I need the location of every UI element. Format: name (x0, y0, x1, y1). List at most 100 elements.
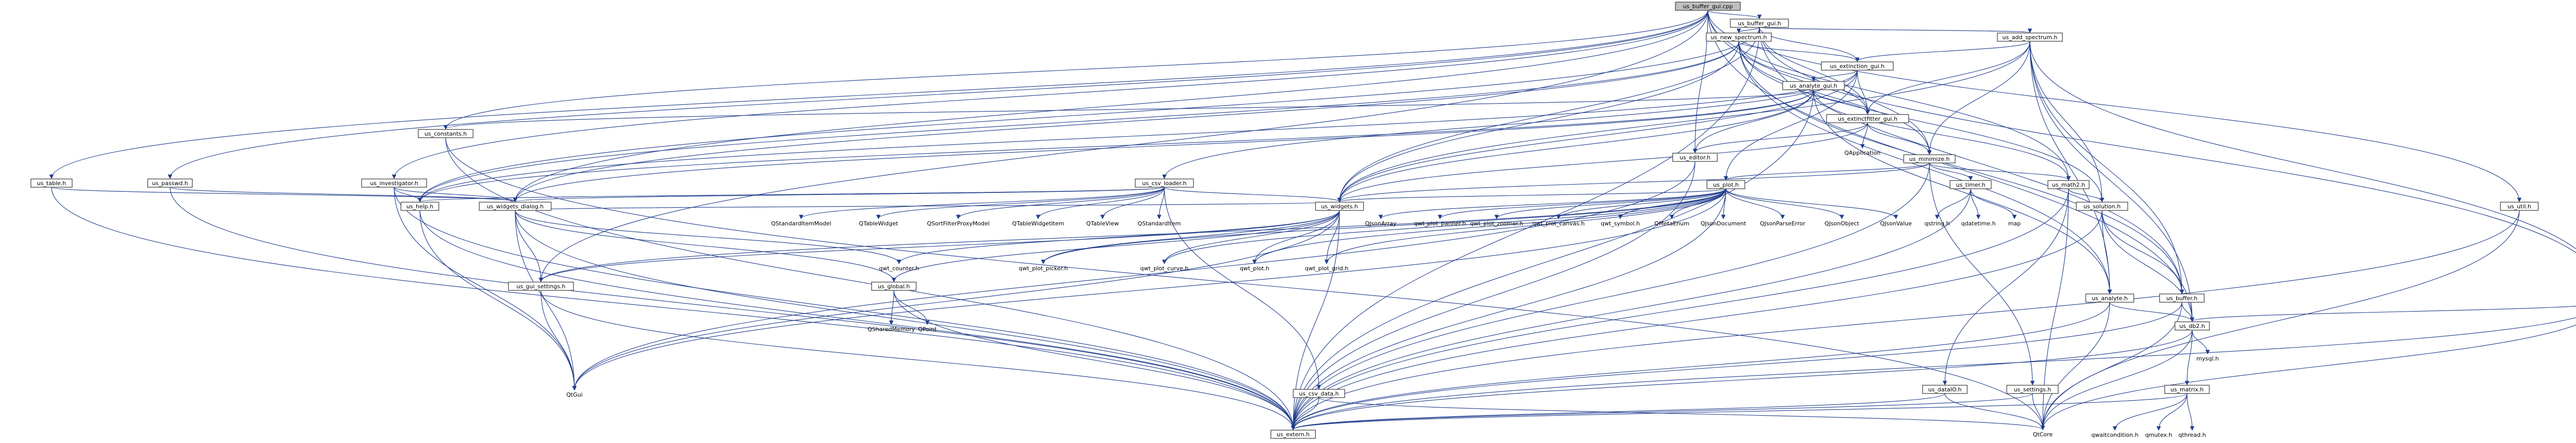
node-buffer-h[interactable]: us_buffer.h (2159, 293, 2205, 303)
node-box (2006, 385, 2059, 394)
edge-buffer-gui-h-to-buffer-h (1759, 27, 2184, 294)
node-timer-h[interactable]: us_timer.h (1950, 180, 1992, 189)
node-buffer-gui-h[interactable]: us_buffer_gui.h (1730, 19, 1789, 28)
node-solution-h[interactable]: us_solution.h (2076, 202, 2128, 211)
edge-minimize-h-to-plot-h (1723, 162, 1930, 181)
node-plot-h[interactable]: us_plot.h (1706, 180, 1745, 189)
node-label: qwt_plot_grid.h (1305, 265, 1348, 272)
node-label: us_math2.h (2052, 182, 2085, 188)
node-dataIO-h[interactable]: us_dataIO.h (1922, 385, 1968, 394)
node-math2-h[interactable]: us_math2.h (2047, 180, 2090, 189)
node-passwd-h[interactable]: us_passwd.h (147, 178, 193, 188)
node-qdatetime: qdatetime.h (1961, 220, 1995, 227)
edge-analyte-h-to-extern-h (1291, 302, 2110, 431)
node-settings-h[interactable]: us_settings.h (2006, 385, 2059, 394)
node-label: QTableWidgetItem (1012, 220, 1064, 227)
node-qthread: qthread.h (2178, 432, 2206, 438)
node-matrix-h[interactable]: us_matrix.h (2164, 385, 2210, 394)
node-qsharedmemory: QSharedMemory (868, 326, 916, 333)
node-box (1706, 32, 1772, 42)
edge-buffer-gui-h-to-help-h (417, 27, 1760, 203)
edge-investigator-h-to-widgets-dialog-h (394, 187, 518, 203)
edge-buffer-gui-h-to-add-spectrum-h (1759, 27, 2032, 34)
edge-db2-h-to-qtcore (2040, 330, 2193, 431)
edge-widgets-dialog-h-to-global-h (515, 210, 896, 283)
edge-settings-h-to-extern-h (1291, 393, 2033, 431)
node-new-spectrum-h[interactable]: us_new_spectrum.h (1706, 32, 1772, 42)
node-layer: us_buffer_gui.cpp us_buffer_gui.h us_new_s… (30, 2, 2539, 439)
node-box (1903, 154, 1956, 163)
node-util-h[interactable]: us_util.h (2500, 202, 2539, 211)
node-csv-loader-h[interactable]: us_csv_loader.h (1134, 178, 1194, 188)
edge-global-h-to-qpoint (893, 290, 930, 325)
node-root[interactable]: us_buffer_gui.cpp (1675, 2, 1741, 11)
edge-util-h-to-qtcore (2040, 210, 2520, 431)
node-extinctfitter-gui-h[interactable]: us_extinctfitter_gui.h (1826, 114, 1909, 123)
edge-root-to-util-h (1707, 10, 2522, 203)
node-box (1134, 178, 1194, 188)
edge-add-spectrum-h-to-minimize-h (1927, 41, 2030, 155)
edge-widgets-dialog-h-to-gui-settings-h (515, 210, 544, 283)
node-widgets-dialog-h[interactable]: us_widgets_dialog.h (479, 202, 552, 211)
node-editor-h[interactable]: us_editor.h (1672, 153, 1718, 162)
node-label: us_passwd.h (152, 180, 188, 187)
node-qwt-plot-picker: qwt_plot_picker.h (1019, 265, 1067, 272)
edge-csv-loader-h-to-widgets-dialog-h (513, 187, 1165, 203)
edge-plot-h-to-qjsonvalue (1725, 188, 1899, 220)
node-label: qwt_plot_panner.h (1414, 220, 1466, 227)
edge-plot-h-to-qjsonarray (1378, 188, 1726, 220)
node-label: QJsonValue (1880, 220, 1912, 227)
edge-widgets-h-to-gui-settings-h (538, 210, 1340, 283)
node-db2-h[interactable]: us_db2.h (2174, 321, 2210, 331)
edge-root-to-buffer-gui-h (1707, 10, 1762, 20)
node-qwt-plot-canvas: qwt_plot_canvas.h (1532, 220, 1585, 227)
node-global-h[interactable]: us_global.h (871, 282, 917, 291)
edge-analyte-h-to-qtcore (2040, 302, 2110, 431)
node-box (1826, 114, 1909, 123)
edge-plot-h-to-qjsonobject (1725, 188, 1844, 220)
node-qjsondocument: QJsonDocument (1701, 220, 1747, 227)
node-box (147, 178, 193, 188)
node-label: us_extern.h (1277, 431, 1310, 438)
node-qtableview: QTableView (1086, 220, 1118, 227)
node-extinction-gui-h[interactable]: us_extinction_gui.h (1821, 61, 1894, 71)
node-analyte-gui-h[interactable]: us_analyte_gui.h (1782, 81, 1845, 90)
node-help-h[interactable]: us_help.h (400, 202, 439, 211)
edge-new-spectrum-h-to-solution-h (1738, 41, 2105, 203)
node-label: qwt_counter.h (879, 265, 919, 272)
edge-minimize-h-to-timer-h (1929, 162, 1973, 181)
node-label: us_timer.h (1956, 182, 1985, 188)
node-label: QJsonParseError (1760, 220, 1806, 227)
edge-extinction-gui-h-to-csv-loader-h (1162, 70, 1858, 179)
edge-gui-settings-h-to-qtgui (540, 290, 577, 391)
node-label: QtCore (2033, 431, 2053, 438)
node-minimize-h[interactable]: us_minimize.h (1903, 154, 1956, 163)
edge-root-to-widgets-dialog-h (513, 10, 1708, 203)
node-label: us_db2.h (2179, 323, 2205, 330)
node-box (418, 129, 473, 138)
edge-root-to-gui-settings-h (538, 10, 1708, 283)
node-table-h[interactable]: us_table.h (30, 178, 73, 188)
edge-plot-h-to-qwt-plot-curve (1162, 188, 1726, 265)
edge-matrix-h-to-qmutex (2156, 393, 2188, 431)
node-label: QJsonDocument (1701, 220, 1747, 227)
edge-passwd-h-to-extern-h (170, 187, 1296, 431)
edge-csv-loader-h-to-qtablewidgetitem (1036, 187, 1165, 220)
edge-widgets-dialog-h-to-qwt-counter (515, 210, 902, 265)
node-analyte-h[interactable]: us_analyte.h (2085, 293, 2134, 303)
node-extern-h[interactable]: us_extern.h (1270, 430, 1316, 439)
edge-global-h-to-extern-h (893, 290, 1296, 431)
edge-extinctfitter-gui-h-to-widgets-h (1337, 122, 1868, 203)
node-add-spectrum-h[interactable]: us_add_spectrum.h (1997, 32, 2063, 42)
node-investigator-h[interactable]: us_investigator.h (361, 178, 427, 188)
edge-new-spectrum-h-to-buffer-h (1738, 41, 2184, 294)
node-gui-settings-h[interactable]: us_gui_settings.h (508, 282, 574, 291)
node-qpoint: QPoint (918, 326, 937, 333)
node-csv-data-h[interactable]: us_csv_data.h (1293, 389, 1345, 398)
node-widgets-h[interactable]: us_widgets.h (1315, 202, 1364, 211)
edge-timer-h-to-qstring (1935, 188, 1971, 220)
edge-root-to-passwd-h (167, 10, 1708, 179)
node-qtgui: QtGui (566, 391, 583, 398)
node-constants-h[interactable]: us_constants.h (418, 129, 473, 138)
node-label: QSharedMemory (868, 326, 916, 333)
